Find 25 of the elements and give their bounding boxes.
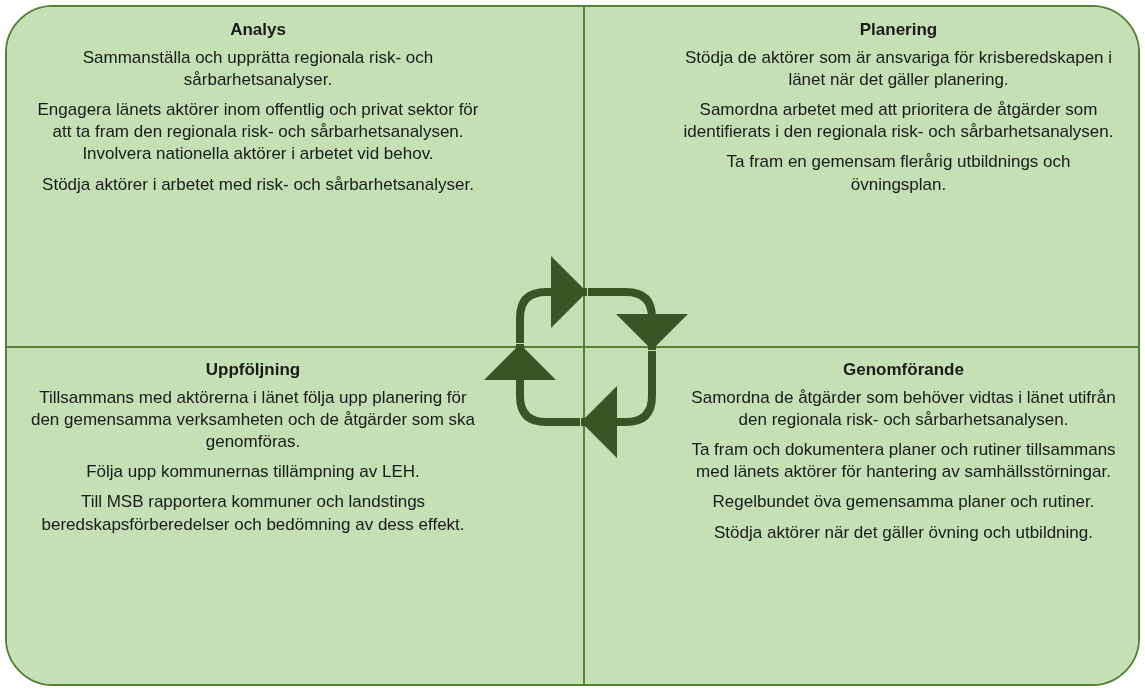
cycle-arrow xyxy=(581,351,656,458)
section-heading: Genomförande xyxy=(843,359,964,381)
quadrant-panel xyxy=(584,347,1138,684)
section-text: Följa upp kommunernas tillämpning av LEH. xyxy=(86,461,420,484)
section-heading: Planering xyxy=(859,19,938,41)
cycle-arrow xyxy=(484,344,580,426)
section-text: Tillsammans med aktörerna i länet följa upp planering för den gemensamma verksamheten och de åtgärder som ska genomföras. xyxy=(29,387,477,454)
cycle-arrow xyxy=(516,256,587,343)
section-text: Samordna de åtgärder som behöver vidtas i länet utifrån den regionala risk- och sårbarhetsanalysen. xyxy=(690,387,1117,432)
quadrant-panel xyxy=(584,7,1138,347)
section-text: Till MSB rapportera kommuner och landstings beredskapsförberedelser och bedömning av dess effekt. xyxy=(40,491,466,536)
section-text: Stödja aktörer när det gäller övning och utbildning. xyxy=(714,521,1093,544)
section-text: Stödja aktörer i arbetet med risk- och sårbarhetsanalyser. xyxy=(42,173,474,196)
section-text: Ta fram en gemensam flerårig utbildnings och övningsplan. xyxy=(725,151,1072,196)
cycle-arrow xyxy=(588,288,688,350)
section-text: Ta fram och dokumentera planer och rutiner tillsammans med länets aktörer för hantering av samhällsstörningar. xyxy=(690,439,1117,484)
section-heading: Uppföljning xyxy=(205,359,301,381)
quadrant-panel xyxy=(7,347,584,684)
section-text: Engagera länets aktörer inom offentlig och privat sektor för att ta fram den regionala risk- och sårbarhetsanalysen. Involvera nationella aktörer i arbetet vid behov. xyxy=(36,99,480,166)
quadrant-panel xyxy=(7,7,584,347)
section-text: Regelbundet öva gemensamma planer och rutiner. xyxy=(712,491,1095,514)
section-heading: Analys xyxy=(230,19,286,41)
section-text: Stödja de aktörer som är ansvariga för krisberedskapen i länet när det gäller planering. xyxy=(683,47,1114,92)
section-text: Sammanställa och upprätta regionala risk- och sårbarhetsanalyser. xyxy=(81,47,435,92)
section-text: Samordna arbetet med att prioritera de åtgärder som identifierats i den regionala risk- och sårbarhetsanalysen. xyxy=(682,99,1115,144)
